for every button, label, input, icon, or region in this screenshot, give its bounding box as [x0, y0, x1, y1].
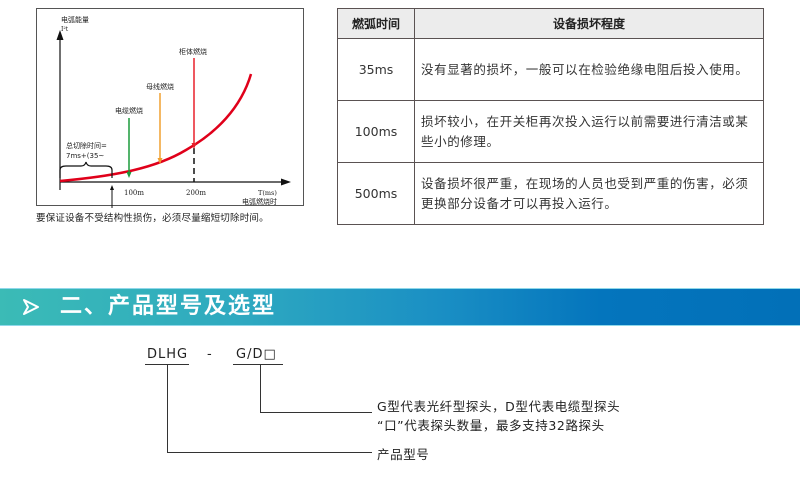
- row-desc: 没有显著的损坏，一般可以在检验绝缘电阻后投入使用。: [414, 38, 764, 101]
- header-damage-level: 设备损坏程度: [414, 8, 764, 39]
- x-axis-label: 电弧燃烧时: [242, 197, 277, 206]
- row-desc: 损坏较小，在开关柜再次投入运行以前需要进行清洁或某些小的修理。: [414, 100, 764, 163]
- annotation-cabinet: 柜体燃烧: [179, 47, 207, 56]
- chart-caption: 要保证设备不受结构性损伤，必须尽量缩短切除时间。: [36, 213, 269, 224]
- x-axis-arrow-icon: [281, 178, 291, 186]
- model-suffix-desc-line1: G型代表光纤型探头，D型代表电缆型探头: [377, 399, 621, 414]
- section-banner: [0, 288, 800, 326]
- y-axis-arrow-icon: [56, 30, 64, 40]
- model-prefix: DLHG: [147, 347, 189, 362]
- y-axis-unit: I²t: [61, 26, 69, 33]
- header-arc-time: 燃弧时间: [337, 8, 415, 39]
- model-prefix-desc: 产品型号: [377, 447, 430, 462]
- x-axis-unit: T(ms): [258, 189, 277, 197]
- row-time: 35ms: [337, 38, 415, 101]
- green-arrow-icon: [126, 172, 132, 178]
- brace-icon: [59, 161, 113, 178]
- model-suffix: G/D□: [236, 347, 277, 362]
- red-arrow-icon: [191, 143, 197, 149]
- orange-arrow-icon: [157, 158, 163, 164]
- row-time: 500ms: [337, 162, 415, 225]
- section-title: 二、产品型号及选型: [60, 294, 277, 319]
- annotation-busbar: 母线燃烧: [146, 82, 174, 91]
- brace-label-line2: 7ms+(35~: [66, 152, 104, 160]
- tick-100: 100m: [124, 189, 144, 197]
- model-dash: -: [207, 347, 213, 362]
- model-suffix-desc-line2: “口”代表探头数量，最多支持32路探头: [377, 418, 605, 433]
- row-time: 100ms: [337, 100, 415, 163]
- arc-energy-chart: 电弧能量 I²t 电缆燃烧 母线燃烧 柜体燃烧 总切除时间= 7ms+(35~ …: [56, 15, 291, 208]
- row-desc: 设备损坏很严重，在现场的人员也受到严重的伤害，必须更换部分设备才可以再投入运行。: [414, 162, 764, 225]
- y-axis-label: 电弧能量: [61, 15, 89, 24]
- table-header-row: 燃弧时间 设备损坏程度: [337, 8, 764, 39]
- annotation-cable: 电缆燃烧: [115, 106, 143, 115]
- arc-damage-table: 燃弧时间 设备损坏程度 35ms 没有显著的损坏，一般可以在检验绝缘电阻后投入使…: [337, 8, 764, 225]
- energy-curve: [59, 73, 253, 183]
- tick-200: 200m: [186, 189, 206, 197]
- table-row: 35ms 没有显著的损坏，一般可以在检验绝缘电阻后投入使用。: [337, 38, 764, 101]
- table-row: 500ms 设备损坏很严重，在现场的人员也受到严重的伤害，必须更换部分设备才可以…: [337, 162, 764, 225]
- chart-frame: [36, 8, 304, 206]
- table-row: 100ms 损坏较小，在开关柜再次投入运行以前需要进行清洁或某些小的修理。: [337, 100, 764, 163]
- arrow-right-icon: [23, 299, 39, 315]
- brace-label-line1: 总切除时间=: [66, 141, 107, 150]
